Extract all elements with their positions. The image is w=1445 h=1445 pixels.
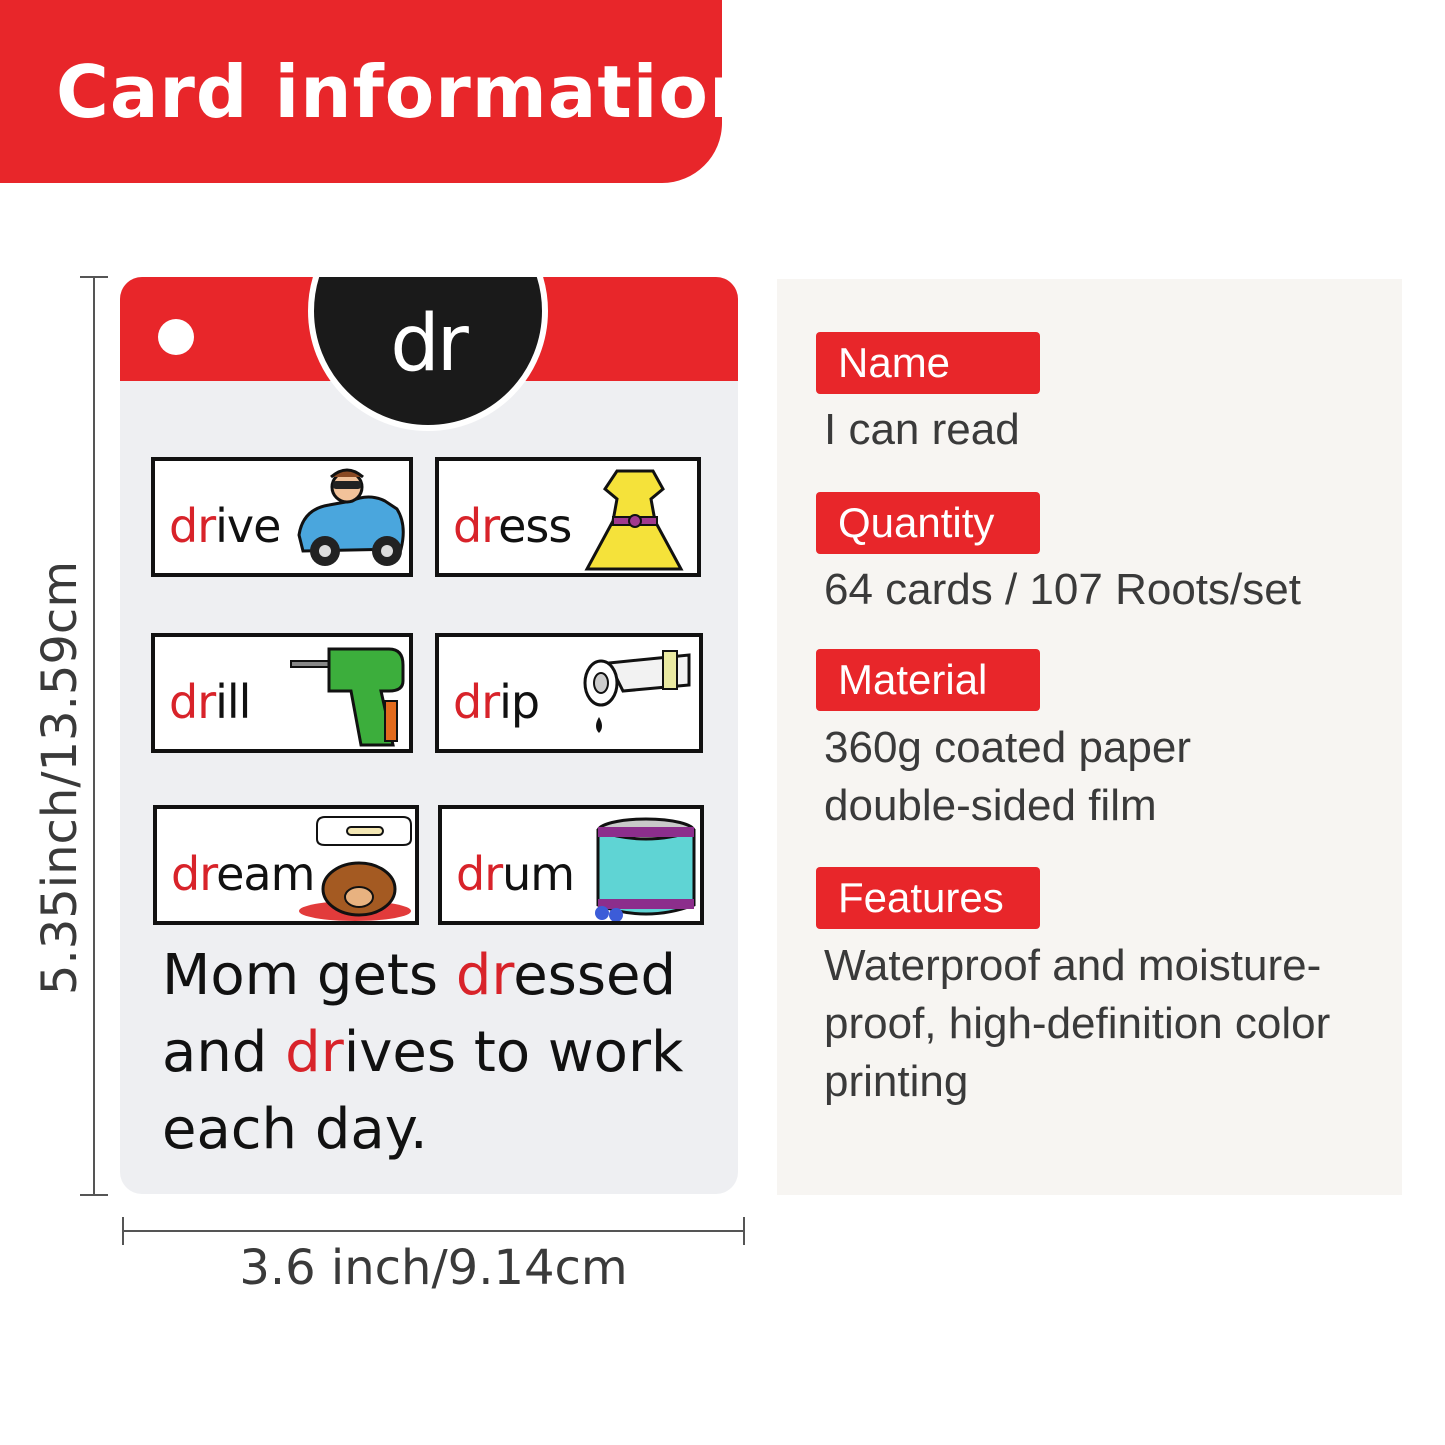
word-card-drive: drive bbox=[151, 457, 413, 577]
word-card-drum: drum bbox=[438, 805, 704, 925]
material-value-line-1: 360g coated paper bbox=[824, 723, 1191, 772]
word-label: drive bbox=[169, 499, 281, 553]
example-sentence: Mom gets dressed and drives to work each… bbox=[162, 943, 684, 1162]
material-tag: Material bbox=[816, 649, 1040, 711]
word-label: dress bbox=[453, 499, 572, 553]
faucet-icon bbox=[583, 650, 691, 733]
width-dimension-tick-right bbox=[743, 1217, 745, 1245]
width-dimension-tick-left bbox=[122, 1217, 124, 1245]
word-label: drip bbox=[453, 675, 540, 729]
height-dimension-tick-bottom bbox=[80, 1194, 108, 1196]
quantity-tag: Quantity bbox=[816, 492, 1040, 554]
word-label: dream bbox=[171, 847, 315, 901]
word-card-drip: drip bbox=[435, 633, 703, 753]
height-dimension-tick-top bbox=[80, 276, 108, 278]
features-value-line-1: Waterproof and moisture- bbox=[824, 941, 1322, 990]
card-blend-badge: dr bbox=[308, 277, 548, 431]
name-tag: Name bbox=[816, 332, 1040, 394]
drum-icon bbox=[595, 817, 696, 921]
features-value-line-3: printing bbox=[824, 1057, 969, 1106]
word-label: drum bbox=[456, 847, 575, 901]
name-value: I can read bbox=[824, 405, 1020, 454]
height-dimension-label: 5.35inch/13.59cm bbox=[32, 560, 88, 996]
width-dimension-line bbox=[123, 1230, 744, 1232]
height-dimension-line bbox=[93, 277, 95, 1195]
width-dimension-label: 3.6 inch/9.14cm bbox=[239, 1240, 628, 1296]
word-card-dream: dream bbox=[153, 805, 419, 925]
quantity-value: 64 cards / 107 Roots/set bbox=[824, 565, 1301, 614]
drill-icon bbox=[290, 647, 405, 747]
word-card-dress: dress bbox=[435, 457, 701, 577]
flash-card: dr drive dress drill drip bbox=[120, 277, 738, 1194]
word-card-drill: drill bbox=[151, 633, 413, 753]
dress-icon bbox=[584, 469, 684, 571]
header-banner: Card information bbox=[0, 0, 760, 183]
page-title: Card information bbox=[56, 50, 762, 134]
info-panel: Name I can read Quantity 64 cards / 107 … bbox=[777, 279, 1402, 1195]
word-label: drill bbox=[169, 675, 251, 729]
car-icon bbox=[297, 468, 405, 566]
material-value-line-2: double-sided film bbox=[824, 781, 1157, 830]
features-value-line-2: proof, high-definition color bbox=[824, 999, 1331, 1048]
card-punch-hole bbox=[158, 319, 194, 355]
features-tag: Features bbox=[816, 867, 1040, 929]
sleeping-dog-icon bbox=[299, 816, 412, 921]
card-blend-label: dr bbox=[390, 299, 469, 389]
